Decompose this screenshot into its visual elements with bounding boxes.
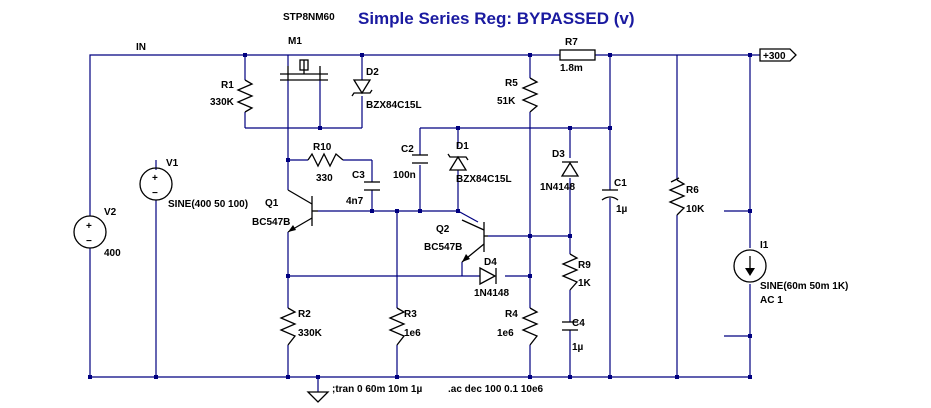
- r5-value: 51K: [497, 96, 516, 107]
- d3-ref: D3: [552, 149, 565, 160]
- net-label-in: IN: [136, 42, 146, 53]
- capacitor-c1: C1 1µ: [601, 178, 628, 215]
- i1-ref: I1: [760, 240, 769, 251]
- resistor-r6: R6 10K: [668, 177, 705, 216]
- svg-text:+: +: [152, 173, 158, 184]
- r9-ref: R9: [578, 260, 591, 271]
- c1-ref: C1: [614, 178, 627, 189]
- d3-value: 1N4148: [540, 182, 575, 193]
- v1-value: SINE(400 50 100): [168, 199, 248, 210]
- zener-d2: D2 BZX84C15L: [351, 67, 422, 111]
- resistor-r1: R1 330K: [210, 79, 254, 113]
- c3-ref: C3: [352, 170, 365, 181]
- c2-value: 100n: [393, 170, 416, 181]
- zener-d1: D1 BZX84C15L: [447, 141, 512, 185]
- c4-value: 1µ: [572, 342, 584, 353]
- q2-value: BC547B: [424, 242, 462, 253]
- transistor-q1: Q1 BC547B: [252, 189, 318, 233]
- resistor-r7: R7 1.8m: [559, 37, 596, 74]
- ac-directive: .ac dec 100 0.1 10e6: [448, 384, 544, 395]
- schematic-title: Simple Series Reg: BYPASSED (v): [358, 9, 635, 28]
- svg-text:−: −: [86, 236, 92, 247]
- c1-value: 1µ: [616, 204, 628, 215]
- r4-ref: R4: [505, 309, 518, 320]
- capacitor-c3: C3 4n7: [346, 170, 380, 207]
- r7-value: 1.8m: [560, 63, 583, 74]
- current-source-i1: I1 SINE(60m 50m 1K) AC 1: [733, 240, 848, 306]
- resistor-r4: R4 1e6: [497, 307, 539, 346]
- resistor-r10: R10 330: [307, 142, 344, 184]
- m1-ref: M1: [288, 36, 302, 47]
- c4-ref: C4: [572, 318, 585, 329]
- r6-value: 10K: [686, 204, 705, 215]
- q2-ref: Q2: [436, 224, 450, 235]
- diode-d3: D3 1N4148: [540, 149, 580, 193]
- r3-ref: R3: [404, 309, 417, 320]
- resistor-r5: R5 51K: [497, 77, 539, 113]
- resistor-r3: R3 1e6: [388, 307, 421, 346]
- v2-value: 400: [104, 248, 121, 259]
- capacitor-c2: C2 100n: [393, 144, 428, 181]
- d1-value: BZX84C15L: [456, 174, 512, 185]
- voltage-source-v1: + − V1 SINE(400 50 100): [139, 158, 248, 210]
- d2-value: BZX84C15L: [366, 100, 422, 111]
- resistor-r9: R9 1K: [561, 253, 592, 291]
- transistor-q2: Q2 BC547B: [424, 219, 488, 263]
- d1-ref: D1: [456, 141, 469, 152]
- d4-value: 1N4148: [474, 288, 509, 299]
- i1-ac: AC 1: [760, 295, 783, 306]
- r4-value: 1e6: [497, 328, 514, 339]
- d2-ref: D2: [366, 67, 379, 78]
- v2-ref: V2: [104, 207, 117, 218]
- r2-value: 330K: [298, 328, 323, 339]
- v1-ref: V1: [166, 158, 179, 169]
- c3-value: 4n7: [346, 196, 364, 207]
- wires: [89, 54, 760, 392]
- device-label: STP8NM60: [283, 12, 335, 23]
- c2-ref: C2: [401, 144, 414, 155]
- ground-symbol: [306, 391, 330, 403]
- r2-ref: R2: [298, 309, 311, 320]
- d4-ref: D4: [484, 257, 497, 268]
- net-label-out: +300: [763, 51, 786, 62]
- junctions: [88, 53, 752, 379]
- r7-ref: R7: [565, 37, 578, 48]
- svg-text:+: +: [86, 221, 92, 232]
- voltage-source-v2: + − V2 400: [73, 207, 121, 259]
- r1-ref: R1: [221, 80, 234, 91]
- r3-value: 1e6: [404, 328, 421, 339]
- capacitor-c4: C4 1µ: [562, 318, 585, 353]
- r1-value: 330K: [210, 97, 235, 108]
- r6-ref: R6: [686, 185, 699, 196]
- resistor-r2: R2 330K: [279, 307, 323, 346]
- svg-text:−: −: [152, 188, 158, 199]
- r5-ref: R5: [505, 78, 518, 89]
- q1-ref: Q1: [265, 198, 279, 209]
- r9-value: 1K: [578, 278, 592, 289]
- q1-value: BC547B: [252, 217, 290, 228]
- r10-ref: R10: [313, 142, 332, 153]
- tran-directive: ;tran 0 60m 10m 1µ: [332, 384, 422, 395]
- r10-value: 330: [316, 173, 333, 184]
- mosfet-m1: M1: [280, 36, 328, 81]
- output-net-flag: +300: [759, 48, 797, 62]
- diode-d4: D4 1N4148: [474, 257, 509, 299]
- i1-value: SINE(60m 50m 1K): [760, 281, 848, 292]
